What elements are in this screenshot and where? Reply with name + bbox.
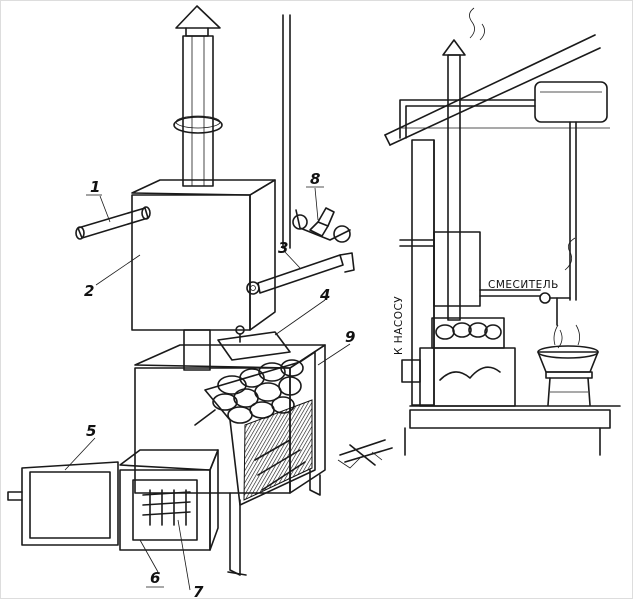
sauna-chimney xyxy=(442,7,485,321)
chimney-water-tank xyxy=(399,231,576,349)
label-8: 8 xyxy=(310,170,320,188)
label-7: 7 xyxy=(193,583,204,599)
firebox-door xyxy=(7,461,119,546)
valve xyxy=(292,207,351,243)
sauna-stove xyxy=(401,317,516,407)
label-3: 3 xyxy=(278,239,288,257)
label-1: 1 xyxy=(90,178,100,196)
chimney-pipe xyxy=(173,35,223,187)
grate xyxy=(142,489,191,526)
hatch-plate xyxy=(217,325,291,361)
caption-mixer: СМЕСИТЕЛЬ xyxy=(488,279,559,291)
firebox-body xyxy=(134,344,326,506)
stool-with-basin xyxy=(537,324,599,406)
ceiling-pipes xyxy=(399,99,577,301)
label-4: 4 xyxy=(319,286,330,304)
inlet-pipe xyxy=(75,206,151,240)
stove-drawing: 1 2 3 4 5 6 7 8 9 xyxy=(7,5,355,599)
cold-water-tank xyxy=(534,81,608,123)
firebox-opening xyxy=(119,449,219,551)
leader-lines xyxy=(64,187,351,591)
sauna-wall xyxy=(411,139,435,406)
hot-water-pipe xyxy=(257,14,355,294)
floor xyxy=(404,405,621,456)
roof xyxy=(384,34,610,146)
caption-to-pump: К НАСОСУ xyxy=(393,296,405,355)
label-5: 5 xyxy=(86,422,96,440)
firewood xyxy=(337,439,393,469)
label-9: 9 xyxy=(345,328,355,346)
chimney-cap xyxy=(175,5,221,37)
label-6: 6 xyxy=(150,569,160,587)
label-2: 2 xyxy=(84,282,94,300)
sauna-installation-drawing: К НАСОСУ СМЕСИТЕЛЬ xyxy=(337,7,621,469)
water-tank xyxy=(75,179,276,331)
stove-legs xyxy=(227,469,321,576)
